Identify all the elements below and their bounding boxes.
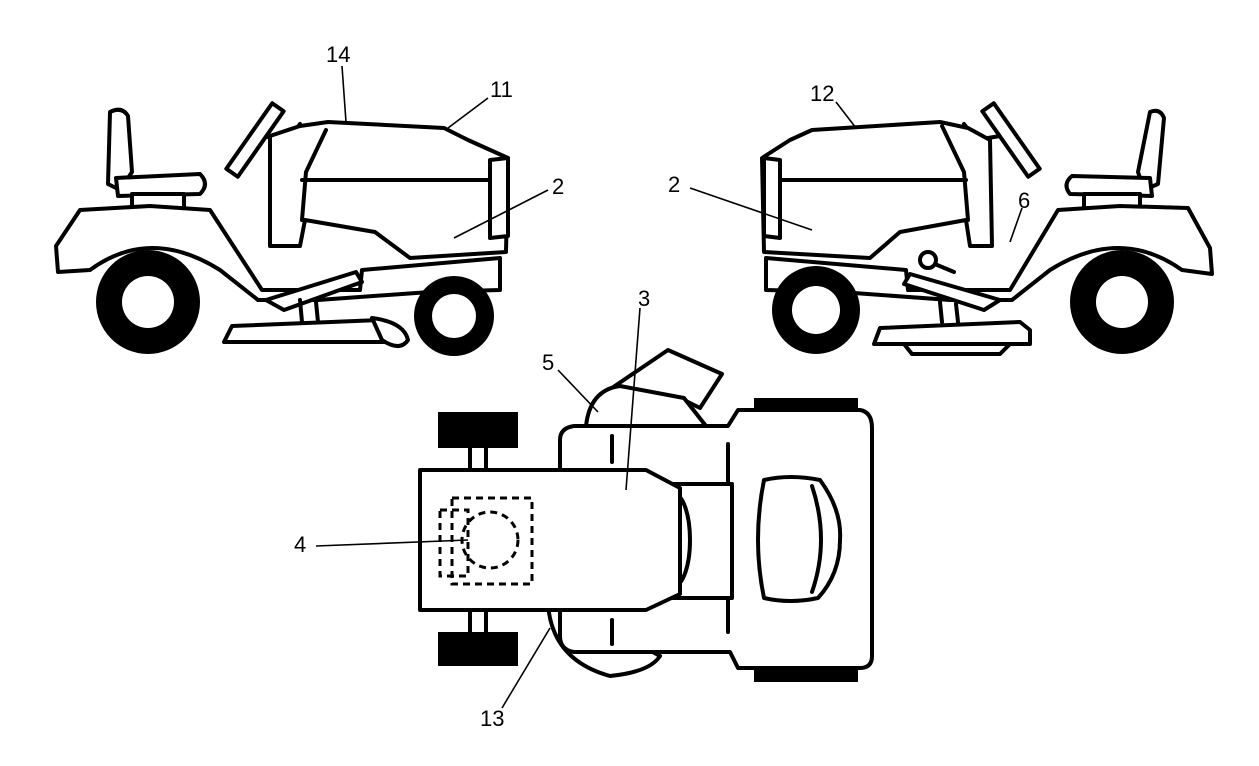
callout-12: 12 bbox=[810, 81, 834, 106]
leader-2-right bbox=[689, 187, 813, 231]
callout-5: 5 bbox=[542, 350, 554, 375]
right-hood-edge bbox=[940, 124, 970, 222]
top-mower-deck bbox=[584, 384, 708, 428]
right-pedal bbox=[902, 272, 1002, 312]
top-seat bbox=[756, 475, 843, 603]
top-engine-outline-inner bbox=[438, 508, 470, 578]
leader-3 bbox=[625, 307, 641, 491]
left-seat-base bbox=[114, 172, 207, 198]
leader-12 bbox=[835, 101, 857, 129]
top-hood bbox=[418, 468, 682, 612]
left-hood bbox=[268, 120, 510, 260]
callout-2-right: 2 bbox=[668, 172, 680, 197]
top-front-axle-upper bbox=[468, 444, 488, 472]
top-rear-wheel-lower bbox=[754, 668, 858, 682]
right-grille bbox=[762, 156, 782, 240]
leader-lines bbox=[315, 65, 1023, 709]
right-deck-hanger bbox=[938, 300, 960, 324]
left-front-hub bbox=[432, 294, 476, 338]
left-mower-deck bbox=[222, 318, 400, 344]
leader-6 bbox=[1009, 207, 1023, 243]
top-front-axle-lower bbox=[468, 608, 488, 636]
left-grille bbox=[488, 156, 510, 240]
right-front-hub bbox=[792, 286, 840, 334]
top-front-wheel-upper bbox=[438, 412, 518, 448]
callout-2-left: 2 bbox=[552, 174, 564, 199]
callout-3: 3 bbox=[638, 286, 650, 311]
left-deck-hanger bbox=[298, 298, 320, 324]
right-mower-deck bbox=[872, 320, 1032, 346]
callout-11: 11 bbox=[490, 77, 513, 102]
left-hood-edge bbox=[300, 128, 328, 222]
callout-14: 14 bbox=[326, 42, 350, 67]
callout-4: 4 bbox=[294, 532, 306, 557]
left-pedal bbox=[264, 270, 364, 312]
leader-2-left bbox=[453, 189, 549, 239]
tractor-left-side-view bbox=[54, 101, 510, 356]
right-deck-skirt bbox=[902, 342, 1012, 356]
leader-14 bbox=[341, 65, 347, 123]
left-steering-wheel bbox=[224, 101, 286, 179]
left-deck-chute bbox=[370, 316, 410, 348]
top-seat-back-curve bbox=[810, 484, 823, 594]
right-rear-hub bbox=[1096, 276, 1148, 328]
callout-13: 13 bbox=[480, 706, 504, 731]
leader-4 bbox=[315, 539, 469, 547]
leader-5 bbox=[557, 369, 599, 413]
right-lift-knob bbox=[918, 250, 938, 270]
right-hood bbox=[760, 120, 994, 260]
callout-labels: 14 11 2 12 2 6 3 5 4 13 bbox=[294, 42, 1030, 731]
leader-13 bbox=[501, 627, 551, 709]
right-steering-wheel bbox=[980, 101, 1042, 179]
leader-11 bbox=[447, 97, 489, 129]
left-rear-hub bbox=[122, 276, 174, 328]
tractor-right-side-view bbox=[760, 101, 1214, 356]
tractor-top-view bbox=[418, 348, 874, 682]
callout-6: 6 bbox=[1018, 188, 1030, 213]
top-front-wheel-lower bbox=[438, 632, 518, 666]
